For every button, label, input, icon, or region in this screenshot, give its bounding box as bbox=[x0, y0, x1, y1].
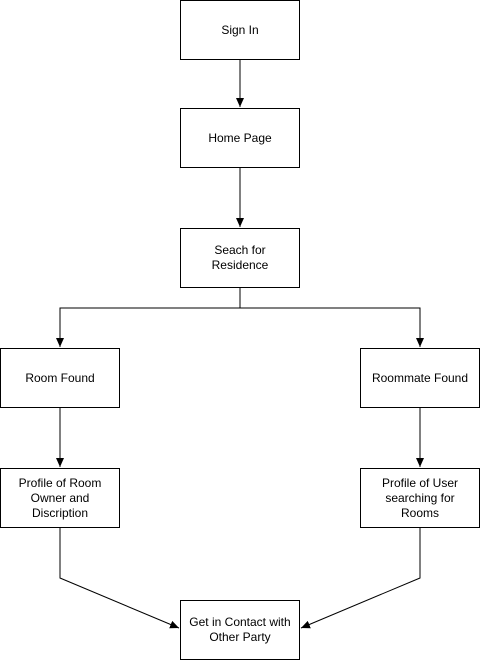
arrow-profile-user-to-contact bbox=[300, 528, 421, 629]
node-home-page: Home Page bbox=[180, 108, 300, 168]
node-roommate-found: Roommate Found bbox=[360, 348, 480, 408]
node-profile-user: Profile of User searching for Rooms bbox=[360, 468, 480, 528]
node-search-for-residence: Seach for Residence bbox=[180, 228, 300, 288]
node-sign-in: Sign In bbox=[180, 0, 300, 60]
arrow-search-to-room-found bbox=[56, 288, 241, 347]
node-get-in-contact: Get in Contact with Other Party bbox=[180, 600, 300, 660]
node-room-found: Room Found bbox=[0, 348, 120, 408]
arrow-profile-room-to-contact bbox=[59, 528, 180, 629]
arrow-search-to-roommate-found bbox=[240, 307, 424, 347]
node-profile-room-owner: Profile of Room Owner and Discription bbox=[0, 468, 120, 528]
